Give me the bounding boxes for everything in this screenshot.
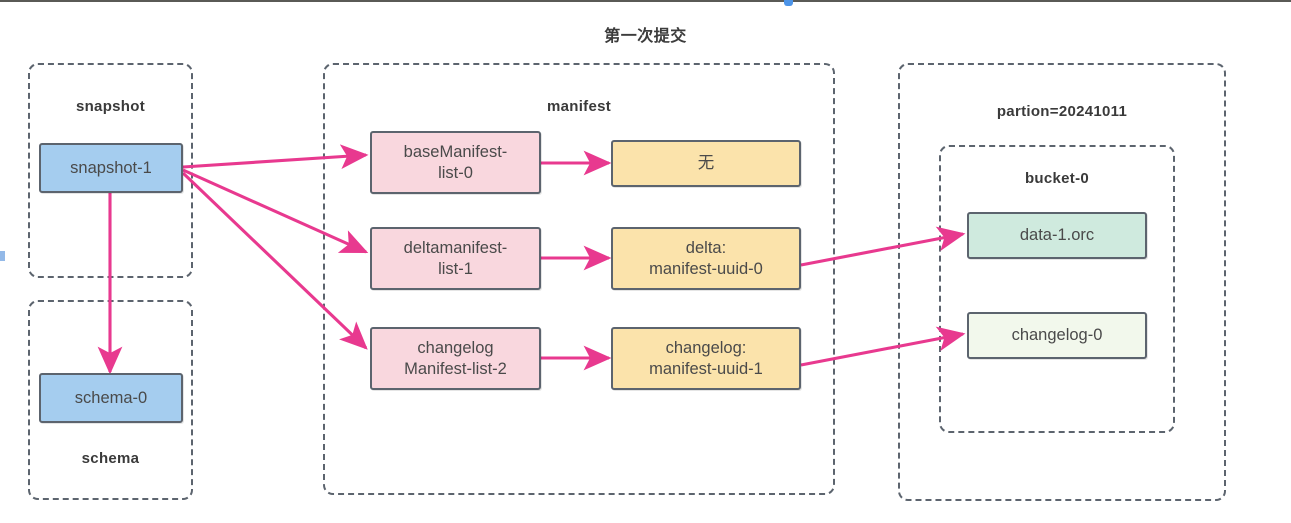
- tab-indicator-mark: [784, 0, 793, 6]
- group-schema-label: schema: [81, 450, 140, 467]
- left-edge-mark: [0, 251, 5, 261]
- browser-top-edge: [0, 0, 1291, 2]
- group-partition-label: partion=20241011: [996, 103, 1128, 120]
- group-bucket-label: bucket-0: [1024, 170, 1090, 187]
- group-bucket: bucket-0: [939, 145, 1175, 433]
- node-delta-manifest-uuid-0[interactable]: delta: manifest-uuid-0: [611, 227, 801, 290]
- node-base-manifest-list-0[interactable]: baseManifest- list-0: [370, 131, 541, 194]
- node-data-1-orc[interactable]: data-1.orc: [967, 212, 1147, 259]
- group-partition: partion=20241011: [898, 63, 1226, 501]
- group-snapshot-label: snapshot: [75, 98, 146, 115]
- node-changelog-manifest-list-2[interactable]: changelog Manifest-list-2: [370, 327, 541, 390]
- node-delta-manifest-list-1[interactable]: deltamanifest- list-1: [370, 227, 541, 290]
- node-changelog-0[interactable]: changelog-0: [967, 312, 1147, 359]
- group-manifest-label: manifest: [546, 98, 612, 115]
- node-changelog-manifest-uuid-1[interactable]: changelog: manifest-uuid-1: [611, 327, 801, 390]
- node-snapshot-1[interactable]: snapshot-1: [39, 143, 183, 193]
- page-title: 第一次提交: [604, 28, 687, 45]
- node-schema-0[interactable]: schema-0: [39, 373, 183, 423]
- node-none[interactable]: 无: [611, 140, 801, 187]
